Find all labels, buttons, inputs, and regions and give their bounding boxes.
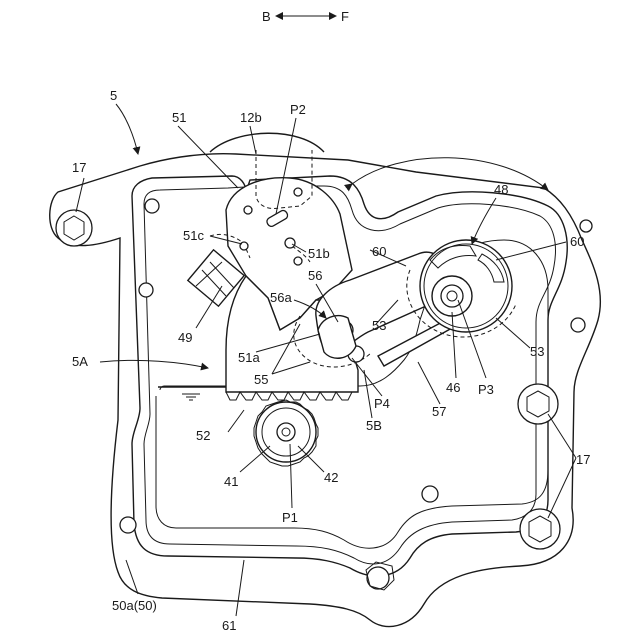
bolt-17-right-upper — [518, 384, 558, 424]
label-55: 55 — [254, 372, 268, 387]
bolt-17-left — [56, 210, 92, 246]
label-51c: 51c — [183, 228, 204, 243]
sector-gear-teeth-52 — [226, 392, 352, 400]
label-48: 48 — [494, 182, 508, 197]
label-P4: P4 — [374, 396, 390, 411]
label-5B: 5B — [366, 418, 382, 433]
hole-51b — [285, 238, 295, 248]
label-P1: P1 — [282, 510, 298, 525]
label-61: 61 — [222, 618, 236, 633]
label-41: 41 — [224, 474, 238, 489]
label-60-left: 60 — [372, 244, 386, 259]
label-12b: 12b — [240, 110, 262, 125]
label-42: 42 — [324, 470, 338, 485]
label-52: 52 — [196, 428, 210, 443]
hole-51c — [240, 242, 248, 250]
link-rod-57 — [378, 320, 452, 366]
label-P3: P3 — [478, 382, 494, 397]
rim-bump-12b — [210, 133, 324, 152]
label-17-left: 17 — [72, 160, 86, 175]
label-53-left: 53 — [372, 318, 386, 333]
label-56: 56 — [308, 268, 322, 283]
label-60-right: 60 — [570, 234, 584, 249]
label-49: 49 — [178, 330, 192, 345]
shaft-46 — [432, 276, 472, 316]
label-17-right: 17 — [576, 452, 590, 467]
label-46: 46 — [446, 380, 460, 395]
direction-forward-label: F — [341, 9, 349, 24]
label-50a: 50a(50) — [112, 598, 157, 613]
label-P2: P2 — [290, 102, 306, 117]
hole-sector-mid — [294, 257, 302, 265]
bolt-17-right-lower — [520, 509, 560, 549]
hole-sector-right — [294, 188, 302, 196]
label-5: 5 — [110, 88, 117, 103]
label-56a: 56a — [270, 290, 292, 305]
hole-sector-top — [244, 206, 252, 214]
label-51: 51 — [172, 110, 186, 125]
direction-indicator: B F — [262, 9, 349, 24]
label-5A: 5A — [72, 354, 88, 369]
label-51a: 51a — [238, 350, 260, 365]
label-57: 57 — [432, 404, 446, 419]
label-53-right: 53 — [530, 344, 544, 359]
direction-back-label: B — [262, 9, 271, 24]
label-51b: 51b — [308, 246, 330, 261]
